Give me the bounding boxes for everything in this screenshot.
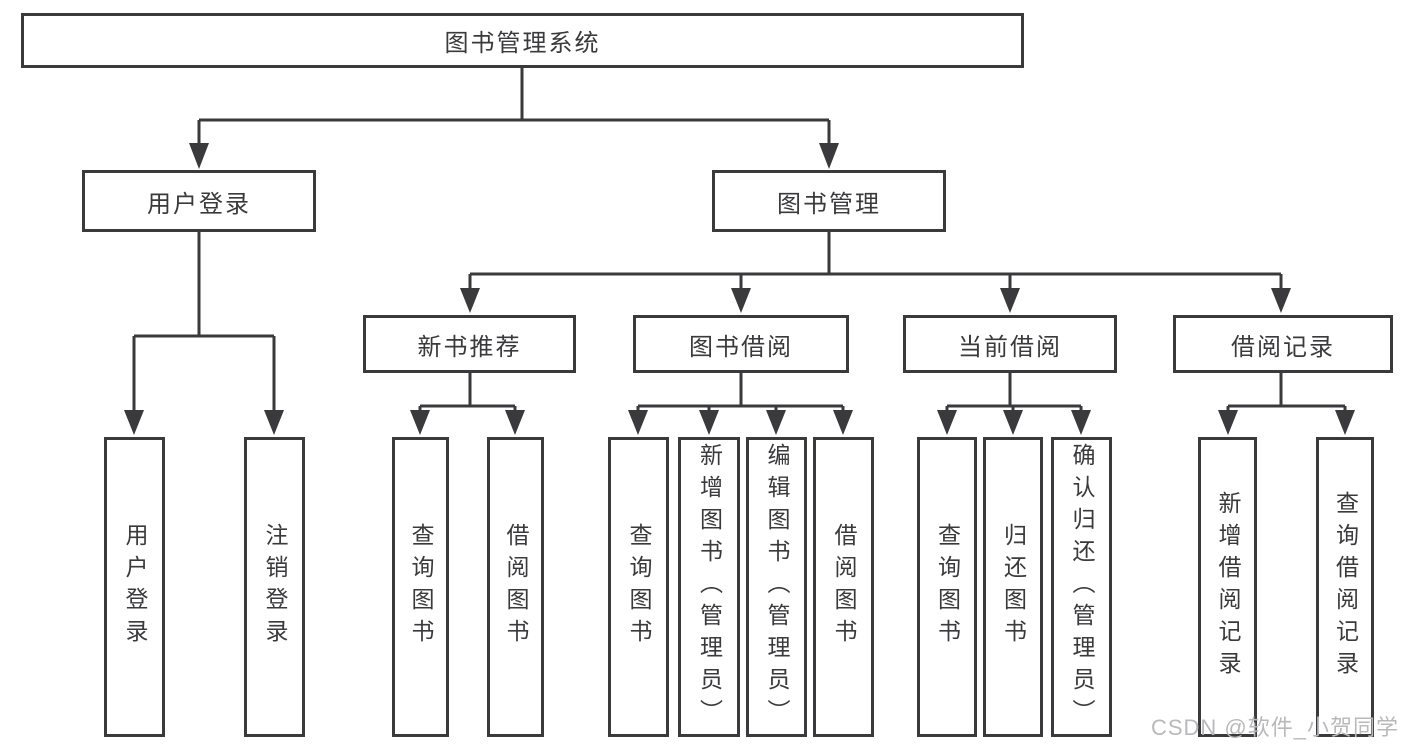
leaf-return-books: 归还图书 bbox=[983, 437, 1043, 737]
leaf-logout-label: 注销登录 bbox=[262, 523, 288, 651]
leaf-return-books-label: 归还图书 bbox=[1000, 523, 1027, 651]
leaf-logout: 注销登录 bbox=[244, 437, 305, 737]
node-book-management: 图书管理 bbox=[712, 170, 946, 232]
node-user-login: 用户登录 bbox=[82, 170, 316, 232]
node-book-borrowing: 图书借阅 bbox=[633, 315, 849, 373]
leaf-borrow-books: 借阅图书 bbox=[813, 437, 874, 737]
leaf-query-books-borrowing: 查询图书 bbox=[608, 437, 669, 737]
leaf-query-books-recommend: 查询图书 bbox=[392, 437, 449, 737]
leaf-query-borrow-record-label: 查询借阅记录 bbox=[1332, 491, 1359, 683]
leaf-add-books-admin-label: 新增图书（管理员） bbox=[696, 443, 723, 731]
csdn-watermark: CSDN @软件_小贺同学 bbox=[1150, 715, 1399, 740]
leaf-user-login-label: 用户登录 bbox=[122, 523, 148, 651]
node-library-management-system: 图书管理系统 bbox=[21, 13, 1024, 68]
leaf-query-books-current: 查询图书 bbox=[917, 437, 977, 737]
leaf-query-books-borrowing-label: 查询图书 bbox=[626, 523, 652, 651]
leaf-borrow-books-recommend-label: 借阅图书 bbox=[503, 523, 529, 651]
leaf-confirm-return-admin-label: 确认归还（管理员） bbox=[1069, 443, 1095, 731]
leaf-add-borrow-record-label: 新增借阅记录 bbox=[1215, 491, 1241, 683]
node-borrowing-records: 借阅记录 bbox=[1173, 315, 1393, 373]
leaf-edit-books-admin-label: 编辑图书（管理员） bbox=[764, 443, 790, 731]
leaf-query-books-current-label: 查询图书 bbox=[934, 523, 961, 651]
leaf-borrow-books-label: 借阅图书 bbox=[831, 523, 857, 651]
leaf-user-login: 用户登录 bbox=[104, 437, 165, 737]
leaf-add-books-admin: 新增图书（管理员） bbox=[678, 437, 740, 737]
leaf-confirm-return-admin: 确认归还（管理员） bbox=[1051, 437, 1112, 737]
leaf-add-borrow-record: 新增借阅记录 bbox=[1198, 437, 1257, 737]
node-current-borrowing: 当前借阅 bbox=[903, 315, 1117, 373]
leaf-edit-books-admin: 编辑图书（管理员） bbox=[746, 437, 807, 737]
node-new-book-recommend: 新书推荐 bbox=[363, 315, 576, 373]
leaf-query-books-recommend-label: 查询图书 bbox=[408, 523, 434, 651]
leaf-borrow-books-recommend: 借阅图书 bbox=[487, 437, 544, 737]
leaf-query-borrow-record: 查询借阅记录 bbox=[1316, 437, 1374, 737]
